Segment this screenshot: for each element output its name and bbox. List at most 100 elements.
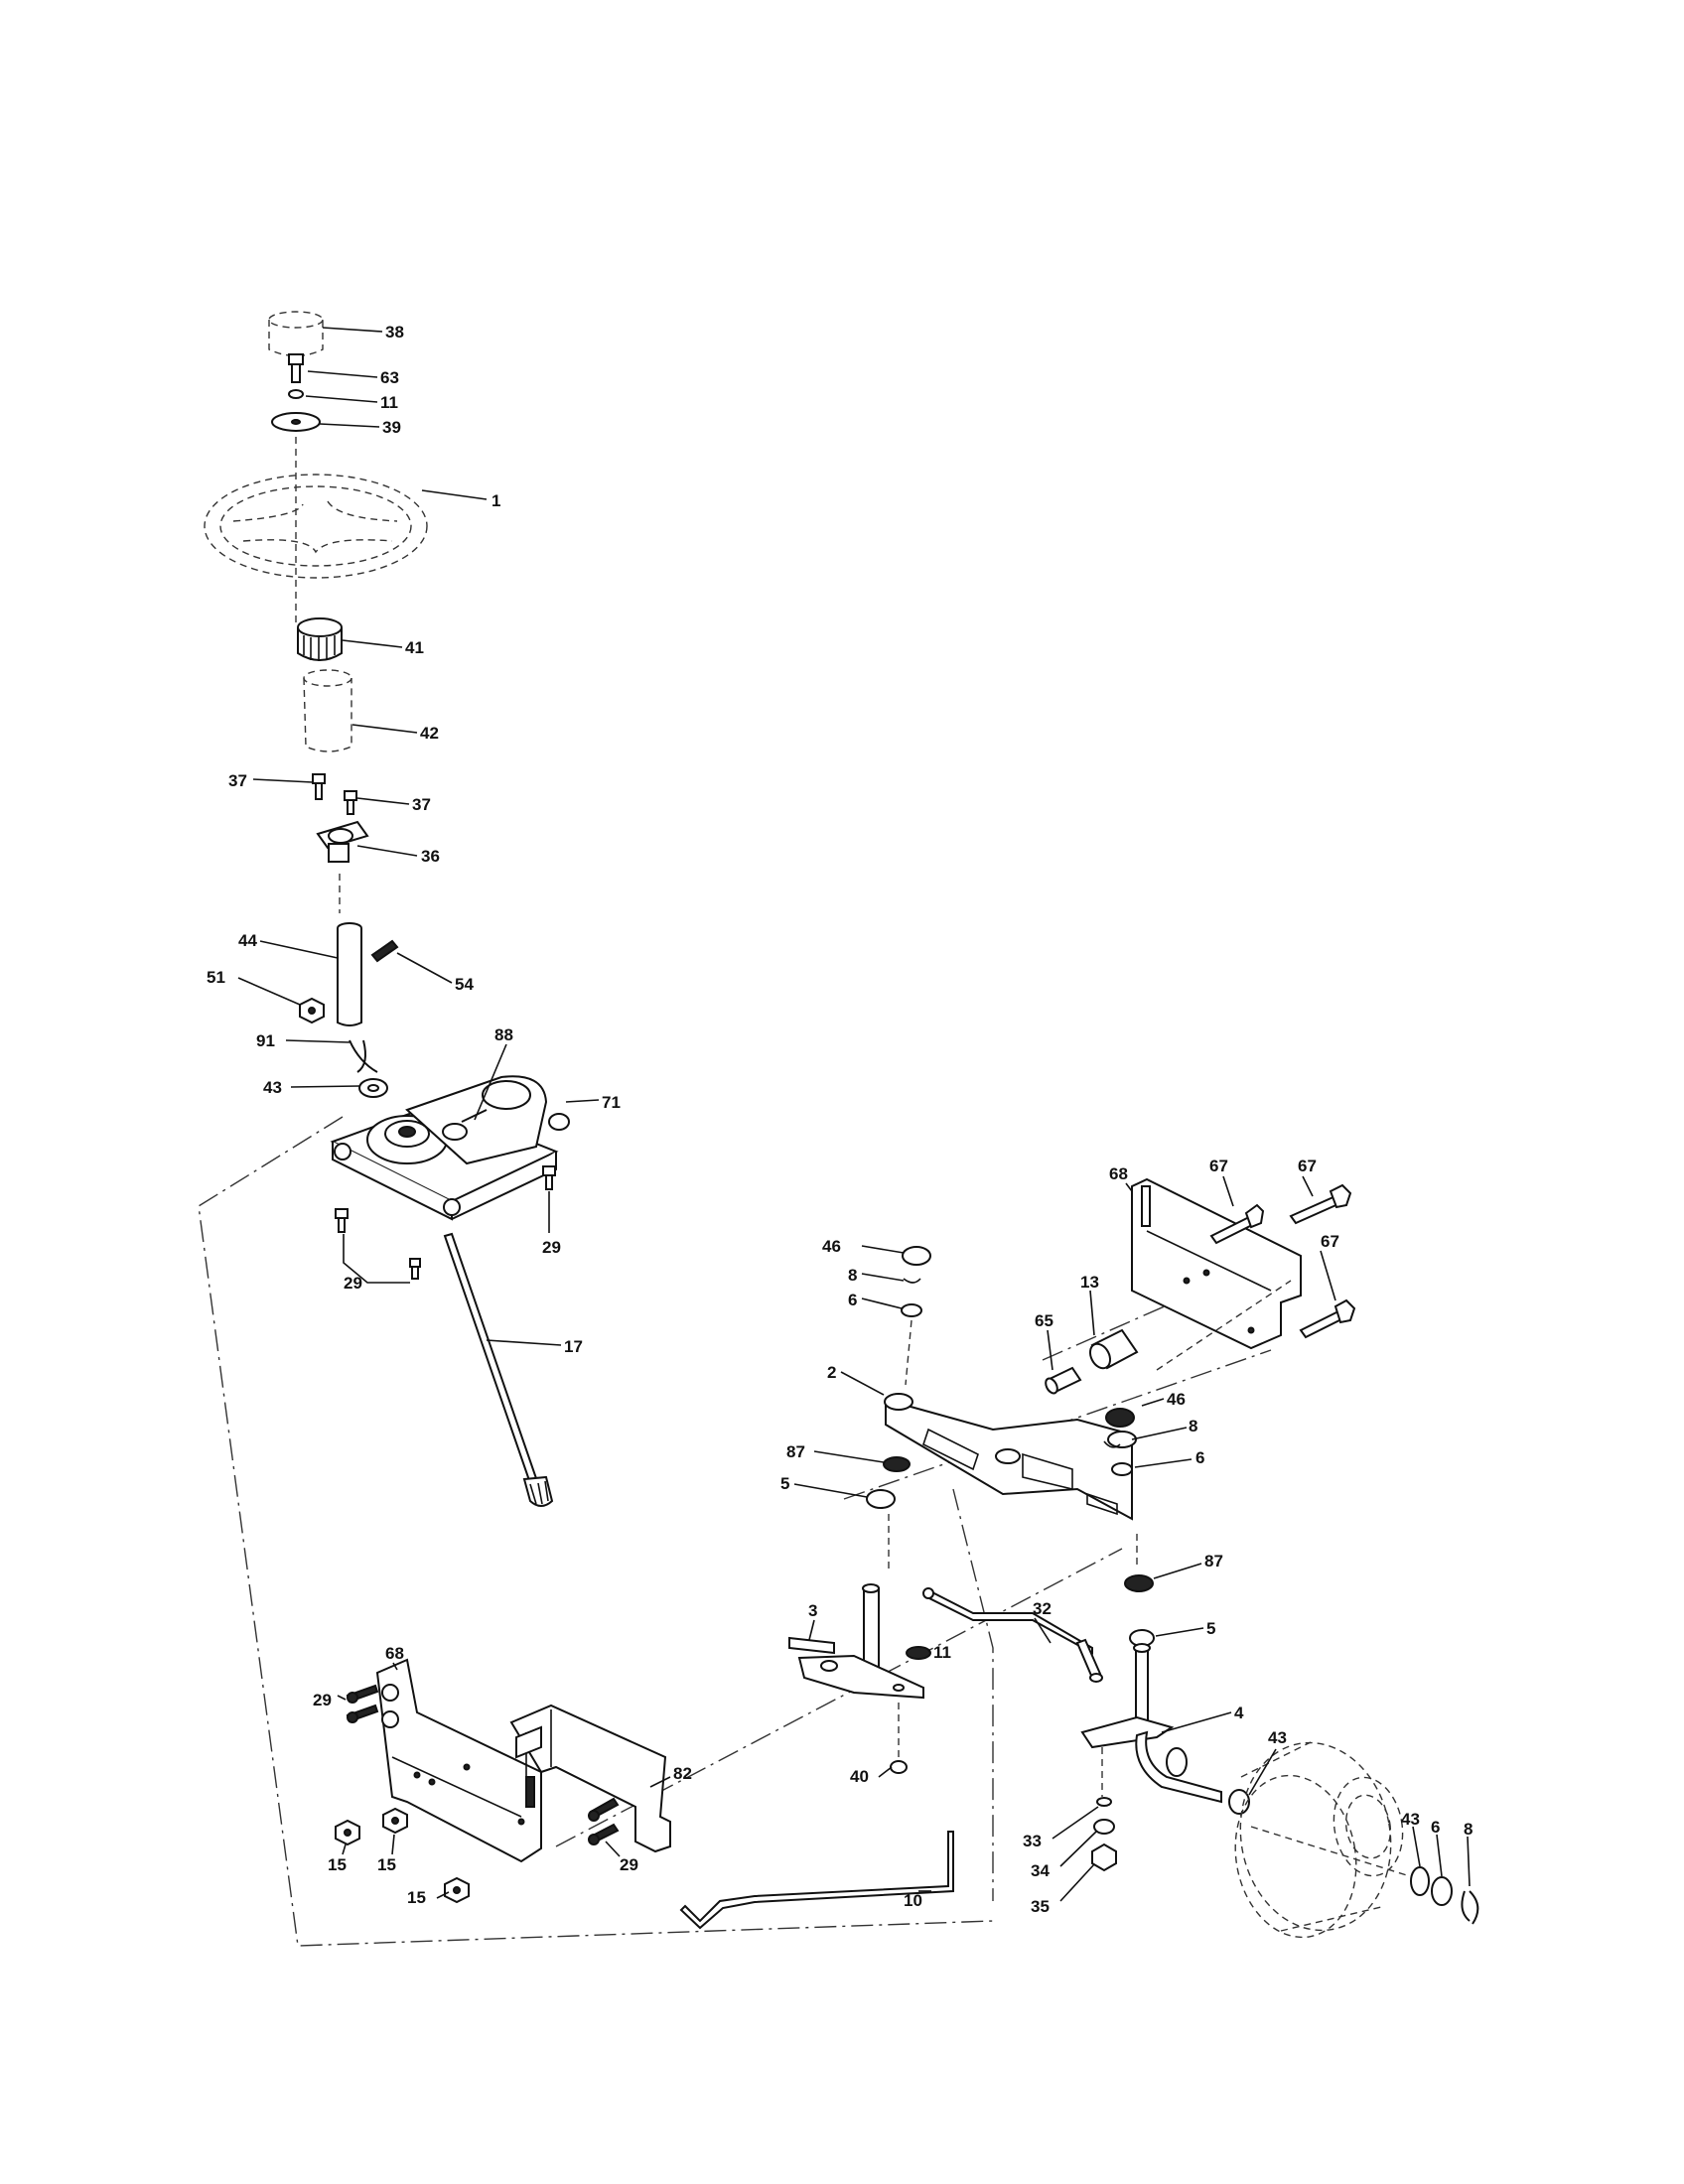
callout-68-lower: 68	[385, 1644, 404, 1663]
callout-43-wheel-outer: 43	[1401, 1810, 1420, 1829]
frame-phantom-outline	[198, 1116, 1292, 1947]
steering-adapter-41	[297, 617, 343, 661]
washer-43-upper	[358, 1078, 388, 1098]
bearing-87-left	[883, 1456, 911, 1472]
callout-4: 4	[1234, 1704, 1244, 1722]
callout-15-a: 15	[328, 1855, 347, 1874]
nut-51	[299, 997, 325, 1024]
callout-8-wheel: 8	[1464, 1820, 1473, 1839]
bolt-37-left	[312, 773, 326, 800]
nut-11-spindle	[906, 1646, 931, 1660]
lock-washer-11	[288, 389, 304, 399]
spacer-13	[1088, 1328, 1139, 1370]
callout-2: 2	[827, 1363, 836, 1382]
bolt-54	[370, 939, 399, 963]
bushing-flange-36	[316, 820, 369, 863]
callout-3: 3	[808, 1601, 817, 1620]
clip-8-right	[1103, 1440, 1121, 1448]
callout-36: 36	[421, 847, 440, 866]
nut-15-b	[382, 1807, 408, 1835]
bolt-29-bracket-right	[588, 1797, 620, 1845]
nut-15-a	[335, 1819, 360, 1846]
sector-gear-71	[405, 1075, 570, 1165]
clip-8-left	[903, 1278, 921, 1284]
callout-54: 54	[455, 975, 474, 994]
steering-bracket-82	[509, 1704, 671, 1853]
bolt-67-a	[1209, 1203, 1265, 1245]
callout-40: 40	[850, 1767, 869, 1786]
washer-39	[271, 412, 321, 432]
callout-6-right: 6	[1195, 1448, 1204, 1467]
callout-43-wheel-inner: 43	[1268, 1728, 1287, 1747]
callout-6-left: 6	[848, 1291, 857, 1309]
callout-8-left: 8	[848, 1266, 857, 1285]
steering-wheel-cap	[268, 311, 324, 357]
bolt-67-b	[1289, 1183, 1352, 1225]
washer-6-right	[1111, 1462, 1133, 1476]
bolt-37-right	[344, 790, 357, 815]
leader-lines	[237, 327, 1471, 1902]
callout-labels: 38 63 11 39 1 41 42 37 37 36 44 54 51 91…	[207, 323, 1473, 1916]
callout-91: 91	[256, 1031, 275, 1050]
callout-87-right: 87	[1204, 1552, 1223, 1570]
callout-65: 65	[1035, 1311, 1053, 1330]
callout-8-right: 8	[1189, 1417, 1197, 1435]
callout-6-wheel: 6	[1431, 1818, 1440, 1837]
steering-shaft-17	[443, 1232, 554, 1507]
mount-bolt-29-left	[335, 1208, 349, 1233]
clip-91	[349, 1039, 378, 1073]
steering-shaft-44	[337, 922, 362, 1026]
callout-5-left: 5	[780, 1474, 789, 1493]
callout-33: 33	[1023, 1832, 1042, 1850]
callout-15-b: 15	[377, 1855, 396, 1874]
pin-65	[1045, 1366, 1082, 1395]
washer-33	[1096, 1797, 1112, 1807]
callout-11: 11	[380, 393, 398, 412]
mount-bolt-29-bottom	[409, 1258, 421, 1280]
callout-87-left: 87	[786, 1442, 805, 1461]
bolt-67-c	[1299, 1298, 1356, 1339]
callout-88: 88	[494, 1025, 513, 1044]
callout-67-c: 67	[1321, 1232, 1339, 1251]
callout-51: 51	[207, 968, 225, 987]
column-bellows-42	[303, 669, 352, 752]
spindle-4	[1080, 1643, 1222, 1804]
callout-41: 41	[405, 638, 424, 657]
bearing-87-right	[1124, 1574, 1154, 1592]
callout-82: 82	[673, 1764, 692, 1783]
drag-link-10	[679, 1831, 954, 1930]
callout-46-right: 46	[1167, 1390, 1186, 1409]
callout-32: 32	[1033, 1599, 1052, 1618]
callout-10: 10	[904, 1891, 922, 1910]
hex-bolt-63	[288, 353, 304, 383]
nut-15-c	[444, 1876, 470, 1904]
front-axle-2	[884, 1393, 1137, 1521]
callout-43-upper: 43	[263, 1078, 282, 1097]
steering-bracket-68	[375, 1658, 542, 1863]
callout-29-right: 29	[542, 1238, 561, 1257]
spindle-3	[788, 1583, 924, 1700]
mount-bolt-29-right	[542, 1165, 556, 1190]
callout-13: 13	[1080, 1273, 1099, 1292]
callout-37-right: 37	[412, 795, 431, 814]
callout-34: 34	[1031, 1861, 1050, 1880]
callout-29-lower: 29	[344, 1274, 362, 1293]
callout-39: 39	[382, 418, 401, 437]
hub-hardware-outer	[1410, 1866, 1479, 1925]
callout-29-bracket-right: 29	[620, 1855, 638, 1874]
callout-46-left: 46	[822, 1237, 841, 1256]
cap-46-right	[1105, 1408, 1135, 1428]
axle-support-bracket-68	[1131, 1177, 1302, 1350]
callout-44: 44	[238, 931, 257, 950]
washer-43-axle	[1228, 1789, 1250, 1815]
callout-71: 71	[602, 1093, 621, 1112]
callout-15-c: 15	[407, 1888, 426, 1907]
tie-rod-32	[922, 1587, 1103, 1683]
pinion-88	[442, 1109, 488, 1141]
callout-5-right: 5	[1206, 1619, 1215, 1638]
callout-42: 42	[420, 724, 439, 743]
callout-17: 17	[564, 1337, 583, 1356]
callout-37-left: 37	[228, 771, 247, 790]
steering-gear-housing	[330, 1102, 559, 1221]
